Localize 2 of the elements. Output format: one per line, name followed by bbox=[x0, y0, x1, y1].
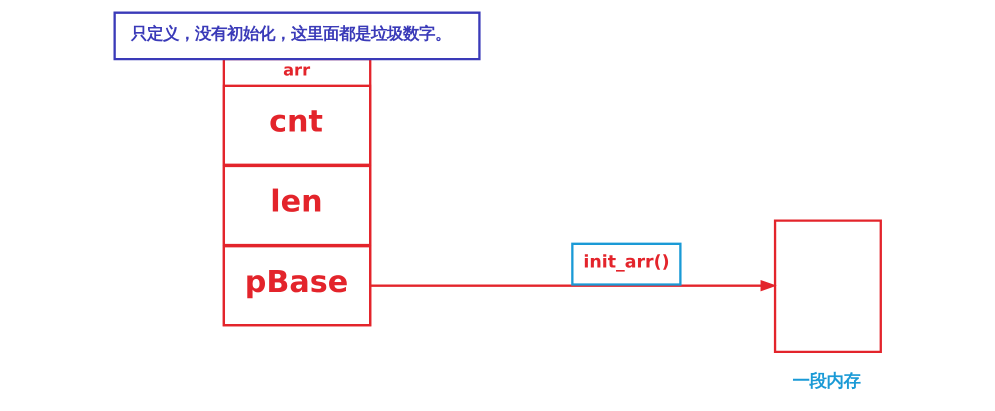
node-label: 一段内存 bbox=[792, 372, 860, 392]
edge-label: init_arr() bbox=[582, 252, 670, 273]
